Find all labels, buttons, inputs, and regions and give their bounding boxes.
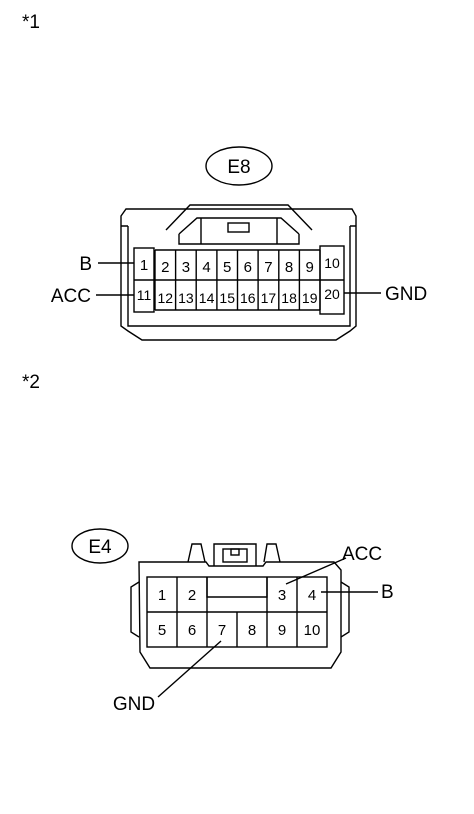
e8-label-gnd: GND <box>385 284 427 305</box>
e8-pin-13: 13 <box>178 290 194 306</box>
e4-pin-3: 3 <box>278 587 286 604</box>
e4-pin-9: 9 <box>278 622 286 639</box>
e8-pin-18: 18 <box>281 290 297 306</box>
connector-e4-body <box>138 561 342 669</box>
e8-pin-14: 14 <box>199 290 215 306</box>
e8-pin-12: 12 <box>158 290 174 306</box>
connector-e4-gnd-leader <box>157 640 222 698</box>
connector-e8-inner-frame <box>127 226 351 327</box>
e8-pin-10: 10 <box>324 255 340 271</box>
e8-label-b: B <box>79 254 92 275</box>
connector-e4-id-ellipse <box>71 528 129 564</box>
e4-label-acc: ACC <box>342 544 382 565</box>
e8-pin-8: 8 <box>285 259 293 276</box>
e8-pin-19: 19 <box>302 290 318 306</box>
e8-pin-7: 7 <box>264 259 272 276</box>
e8-pin-17: 17 <box>261 290 277 306</box>
e8-pin-5: 5 <box>223 259 231 276</box>
e4-pin-2: 2 <box>188 587 196 604</box>
connector-e4-latch <box>213 543 257 566</box>
e4-pin-8: 8 <box>248 622 256 639</box>
e4-pin-6: 6 <box>188 622 196 639</box>
connector-e8-body <box>120 208 357 341</box>
e8-pin-20: 20 <box>324 286 340 302</box>
connector-e8-latch <box>165 204 313 231</box>
e4-pin-1: 1 <box>158 587 166 604</box>
e4-pin-7: 7 <box>218 622 226 639</box>
connector-e8-id-ellipse <box>205 146 273 186</box>
e4-pin-5: 5 <box>158 622 166 639</box>
section-marker-1: *1 <box>22 12 40 33</box>
e8-pin-3: 3 <box>182 259 190 276</box>
e4-label-b: B <box>381 582 394 603</box>
e8-pin-9: 9 <box>306 259 314 276</box>
e8-pin-11: 11 <box>137 287 152 303</box>
e4-pin-4: 4 <box>308 587 316 604</box>
e8-pin-1: 1 <box>140 257 148 274</box>
section-marker-2: *2 <box>22 372 40 393</box>
e4-pin-10: 10 <box>304 622 321 639</box>
e8-pin-6: 6 <box>244 259 252 276</box>
connector-e4-acc-leader <box>285 557 347 585</box>
e8-pin-16: 16 <box>240 290 256 306</box>
connector-e4 <box>71 528 378 698</box>
connector-e8 <box>96 146 381 341</box>
connector-e4-id: E4 <box>88 537 112 558</box>
e8-pin-2: 2 <box>161 259 169 276</box>
e8-pin-4: 4 <box>202 259 210 276</box>
e8-pin-15: 15 <box>219 290 235 306</box>
connector-e8-id: E8 <box>227 157 250 178</box>
e4-label-gnd: GND <box>113 694 155 715</box>
e8-label-acc: ACC <box>51 286 91 307</box>
